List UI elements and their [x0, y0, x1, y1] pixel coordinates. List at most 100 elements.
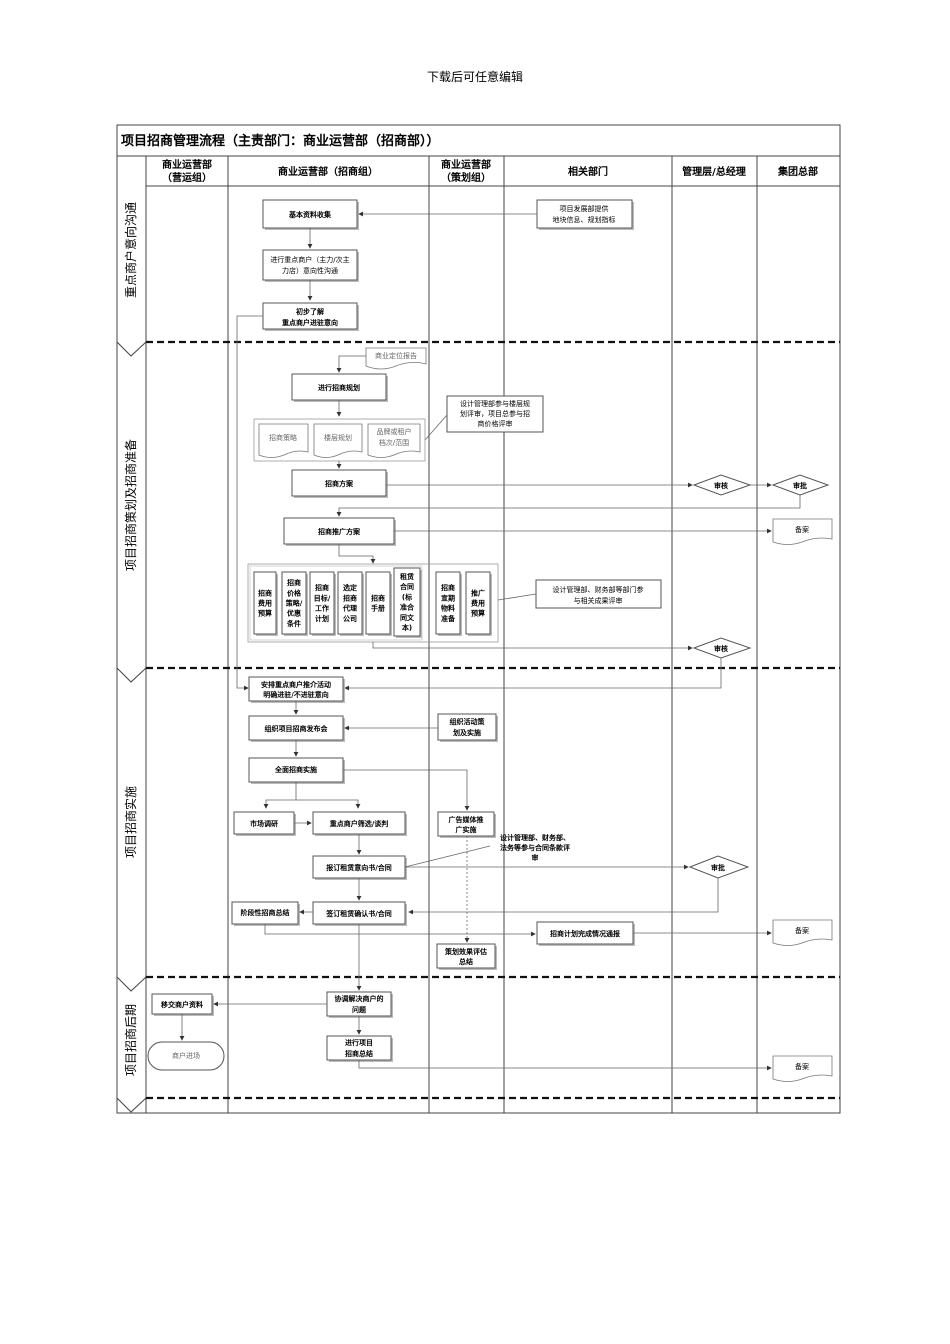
svg-text:审核: 审核: [714, 481, 728, 490]
svg-text:商业定位报告: 商业定位报告: [375, 351, 417, 360]
svg-text:明确进驻/不进驻意向: 明确进驻/不进驻意向: [263, 690, 329, 699]
svg-text:与相关成果评审: 与相关成果评审: [574, 596, 623, 605]
svg-text:初步了解: 初步了解: [296, 307, 324, 316]
col-header-5: 管理层/总经理: [682, 165, 746, 178]
node-d7-line: 招商: [441, 583, 455, 592]
node-plan: 招商方案: [291, 469, 388, 498]
node-prelim: 初步了解 重点商户进驻意向: [262, 302, 359, 331]
node-d1-line: 招商: [258, 588, 272, 597]
node-d3-line: 目标/: [314, 593, 331, 602]
node-d2-line: 策略/: [285, 599, 303, 608]
svg-text:重点商户进驻意向: 重点商户进驻意向: [282, 318, 338, 327]
svg-text:档次/范围: 档次/范围: [379, 438, 409, 447]
col-header-2: 商业运营部（招商组）: [278, 165, 378, 178]
node-coord: 协调解决商户的 问题: [326, 991, 393, 1018]
node-d7-line: 物料: [441, 604, 455, 613]
svg-text:力店）意向性沟通: 力店）意向性沟通: [282, 266, 338, 275]
svg-text:审批: 审批: [711, 863, 725, 872]
node-d3-line: 计划: [315, 614, 329, 623]
node-d4-line: 代理: [342, 604, 357, 613]
svg-text:广实施: 广实施: [456, 825, 477, 834]
svg-text:审批: 审批: [793, 481, 807, 490]
node-dept-review: 设计管理部、财务部等部门参 与相关成果评审: [535, 579, 662, 609]
node-basic-info: 基本资料收集: [262, 199, 359, 230]
node-d3-line: 工作: [315, 604, 329, 613]
node-d4-line: 招商: [343, 593, 357, 602]
node-d1-line: 预算: [258, 609, 272, 618]
node-summary: 进行项目 招商总结: [326, 1035, 393, 1062]
svg-text:进行招商规划: 进行招商规划: [318, 383, 360, 392]
node-stage-summary: 阶段性招商总结: [231, 901, 300, 926]
node-arrange: 安排重点商户推介活动 明确进驻/不进驻意向: [248, 676, 345, 703]
node-report: 招商计划完成情况通报: [536, 921, 635, 946]
node-d6-line: 准合: [400, 603, 415, 612]
node-dev-dept: 项目发展部提供 地块信息、规划指标: [536, 199, 634, 230]
node-full: 全面招商实施: [248, 757, 345, 784]
col-header-1-l2: （营运组）: [162, 171, 212, 184]
svg-text:设计管理部、财务部等部门参: 设计管理部、财务部等部门参: [553, 585, 644, 594]
node-approve-2: 审批: [771, 474, 830, 496]
node-select: 重点商户筛选/谈判: [312, 811, 407, 836]
svg-text:审核: 审核: [714, 644, 728, 653]
node-d6-line: 合同: [399, 582, 414, 591]
svg-text:重点商户筛选/谈判: 重点商户筛选/谈判: [330, 819, 389, 828]
node-d2-line: 价格: [287, 588, 302, 597]
svg-text:划评审，项目总参与招: 划评审，项目总参与招: [460, 409, 530, 418]
svg-text:组织活动策: 组织活动策: [450, 717, 486, 726]
node-d6-line: (标: [402, 592, 412, 601]
svg-text:招商策略: 招商策略: [269, 433, 297, 442]
node-approve-4: 审批: [688, 855, 750, 879]
col-header-6: 集团总部: [777, 165, 818, 178]
node-d7-line: 宣期: [441, 593, 455, 602]
svg-text:市场调研: 市场调研: [250, 819, 278, 828]
node-sign: 签订租赁确认书/合同: [312, 901, 407, 926]
svg-text:地块信息、规划指标: 地块信息、规划指标: [553, 215, 616, 224]
node-d8-line: 预算: [471, 609, 485, 618]
node-d6-line: 租赁: [400, 572, 414, 581]
node-planning: 进行招商规划: [291, 373, 388, 402]
node-d6-line: 本): [401, 623, 412, 632]
node-d8-line: 推广: [471, 588, 485, 597]
svg-text:签订租赁确认书/合同: 签订租赁确认书/合同: [325, 909, 392, 918]
svg-text:安排重点商户推介活动: 安排重点商户推介活动: [261, 680, 331, 689]
node-design-review: 设计管理部参与楼层规 划评审，项目总参与招 商价格评审: [446, 395, 544, 433]
svg-text:阶段性招商总结: 阶段性招商总结: [241, 908, 290, 917]
svg-text:移交商户资料: 移交商户资料: [161, 1000, 203, 1009]
node-approve-1: 审核: [692, 474, 752, 496]
node-d8-line: 费用: [471, 599, 485, 608]
node-intent: 报订租赁意向书/合同: [312, 855, 407, 880]
svg-text:审: 审: [532, 853, 539, 862]
node-event: 组织活动策 划及实施: [437, 713, 498, 742]
svg-text:划及实施: 划及实施: [453, 728, 481, 737]
svg-text:备案: 备案: [795, 1062, 809, 1071]
node-transfer: 移交商户资料: [151, 993, 214, 1016]
node-d1-line: 费用: [258, 599, 272, 608]
svg-text:备案: 备案: [795, 525, 809, 534]
svg-text:协调解决商户的: 协调解决商户的: [335, 994, 384, 1003]
svg-text:设计管理部、财务部、: 设计管理部、财务部、: [500, 833, 570, 842]
node-file-2: 备案: [772, 919, 833, 946]
node-promo: 招商推广方案: [283, 517, 396, 546]
node-d5-line: 招商: [371, 593, 385, 602]
svg-text:楼层规划: 楼层规划: [324, 433, 352, 442]
col-header-3-l1: 商业运营部: [441, 158, 491, 171]
node-d2-line: 招商: [287, 578, 301, 587]
svg-text:设计管理部参与楼层规: 设计管理部参与楼层规: [460, 399, 530, 408]
svg-text:备案: 备案: [795, 926, 809, 935]
node-d4-line: 公司: [343, 615, 357, 623]
col-header-4: 相关部门: [568, 165, 608, 178]
node-entry: 商户进场: [147, 1041, 225, 1071]
svg-text:基本资料收集: 基本资料收集: [288, 210, 332, 219]
svg-text:商价格评审: 商价格评审: [478, 419, 513, 428]
svg-text:招商总结: 招商总结: [345, 1049, 373, 1058]
phase-label-4: 项目招商后期: [123, 1004, 138, 1076]
col-header-1-l1: 商业运营部: [162, 158, 212, 171]
node-d5-line: 手册: [371, 604, 385, 613]
svg-text:法务等参与合同条款评: 法务等参与合同条款评: [500, 843, 570, 852]
